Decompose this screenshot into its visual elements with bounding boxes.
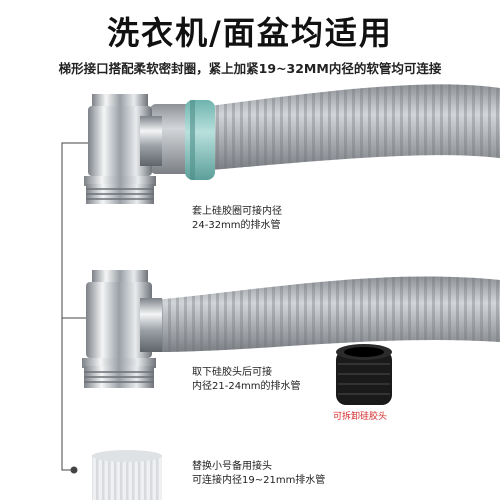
- caption-line: 内径21-24mm的排水管: [192, 381, 301, 392]
- caption-line: 套上硅胶圈可接内径: [192, 206, 282, 217]
- caption-section-1: 套上硅胶圈可接内径 24-32mm的排水管: [192, 205, 282, 233]
- page-title: 洗衣机/面盆均适用: [107, 14, 393, 52]
- page-subtitle: 梯形接口搭配柔软密封圈，紧上加紧19~32MM内径的软管均可连接: [58, 61, 442, 76]
- caption-section-2: 取下硅胶头后可接 内径21-24mm的排水管: [192, 366, 301, 394]
- fitting-with-seal-ring: [84, 84, 500, 204]
- caption-line: 替换小号备用接头: [192, 461, 272, 472]
- fitting-direct-hose: [82, 270, 500, 388]
- small-spare-adapter: [92, 450, 162, 500]
- caption-line: 取下硅胶头后可接: [192, 367, 272, 378]
- caption-line: 24-32mm的排水管: [192, 220, 281, 231]
- caption-section-3: 替换小号备用接头 可连接内径19~21mm排水管: [192, 460, 325, 488]
- gasket-label: 可拆卸硅胶头: [333, 412, 388, 422]
- caption-line: 可连接内径19~21mm排水管: [192, 475, 326, 486]
- silicone-gasket: [336, 344, 392, 405]
